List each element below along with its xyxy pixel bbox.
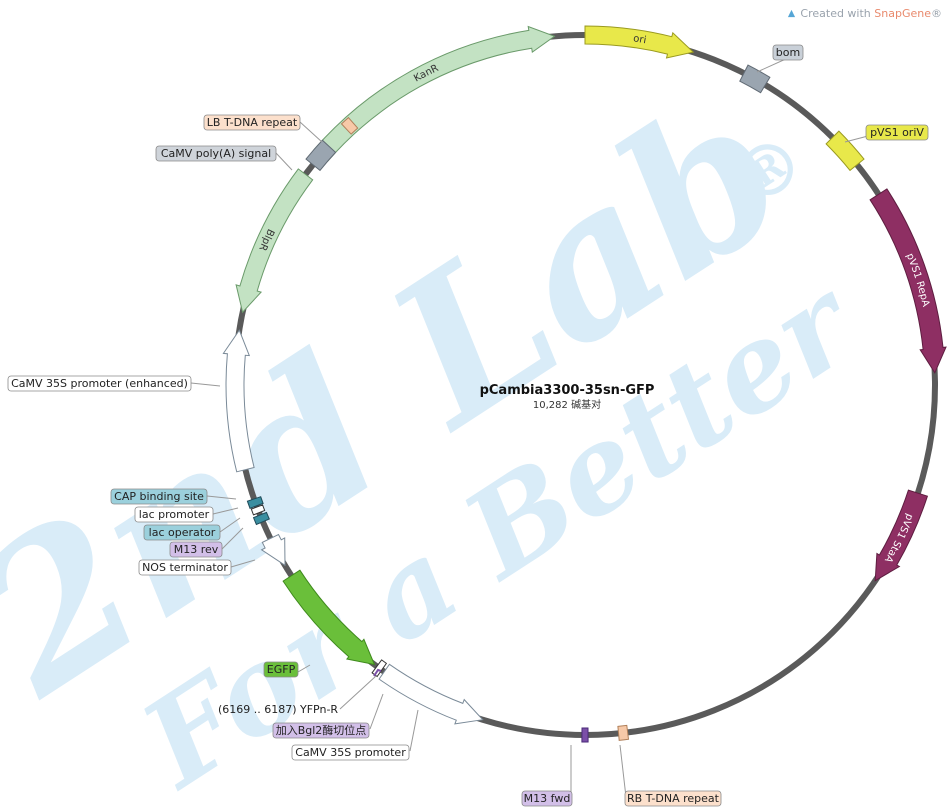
credit-prefix: Created with	[800, 7, 871, 20]
camv35s-arrow	[378, 663, 484, 725]
cap-site-tag-leader	[206, 495, 237, 500]
lac-operator-tag-box	[143, 524, 221, 541]
pvs1-oriv-tag-box	[865, 124, 929, 141]
rb-tdna-tag-leader	[619, 744, 627, 798]
camv35s-enh-tag-leader	[190, 382, 221, 387]
pvs1-staa-arrow	[874, 489, 929, 582]
yfpn-r-tag-leader	[339, 675, 377, 710]
snapgene-logo-icon	[788, 9, 796, 18]
bom-tag-text: bom	[776, 46, 800, 59]
camv35s-tag-leader	[409, 709, 419, 752]
cap-site-tag-text: CAP binding site	[114, 490, 204, 503]
nos-term-tag-leader	[230, 559, 256, 568]
ori-arrow	[584, 25, 695, 59]
m13-fwd-tag: M13 fwd	[521, 790, 573, 807]
camv35s-enh-tag-text: CaMV 35S promoter (enhanced)	[11, 377, 188, 390]
bgl2-tag-text: 加入Bgl2酶切位点	[276, 723, 367, 737]
egfp-tag-text: EGFP	[267, 663, 296, 676]
lb-tdna-tag-leader	[299, 121, 323, 143]
egfp-arrow	[282, 569, 376, 666]
ori-label: ori	[632, 33, 647, 46]
lb-tdna-block	[340, 116, 359, 135]
bom-block	[739, 64, 771, 94]
rb-tdna-block	[617, 724, 630, 741]
camv-polya-block	[305, 139, 337, 172]
camv-polya-tag-box	[155, 145, 277, 162]
lac-operator-tag: lac operator	[143, 524, 221, 541]
cap-site-block	[246, 496, 264, 509]
lac-promoter-tag-leader	[212, 507, 239, 515]
pvs1-oriv-block	[825, 130, 865, 172]
lac-promoter-block	[250, 504, 266, 516]
nos-term-tag-text: NOS terminator	[142, 561, 228, 574]
lb-tdna-tag-text: LB T-DNA repeat	[207, 116, 298, 129]
nos-term-tag-box	[138, 559, 232, 576]
snapgene-credit: Created with SnapGene®	[787, 7, 942, 20]
plasmid-size: 10,282 碱基对	[533, 398, 601, 411]
camv-polya-tag-leader	[275, 152, 293, 171]
m13-rev-tag: M13 rev	[169, 541, 223, 558]
camv35s-tag-box	[291, 744, 410, 761]
rb-tdna-tag-box	[624, 790, 722, 807]
egfp-tag-box	[263, 661, 299, 678]
lac-operator-block	[252, 511, 270, 526]
pvs1-oriv-tag-leader	[844, 135, 869, 143]
bgl2-tag: 加入Bgl2酶切位点	[272, 722, 370, 739]
m13-fwd-tag-box	[521, 790, 573, 807]
m13-rev-tag-text: M13 rev	[174, 543, 219, 556]
yfpn-r-tag: (6169 .. 6187) YFPn-R	[218, 703, 338, 716]
lac-promoter-tag-text: lac promoter	[139, 508, 210, 521]
egfp-tag: EGFP	[263, 661, 299, 678]
credit-suffix: ®	[931, 7, 942, 20]
m13-rev-tag-box	[169, 541, 223, 558]
lac-promoter-tag: lac promoter	[134, 506, 214, 523]
pvs1-oriv-tag-text: pVS1 oriV	[870, 126, 924, 139]
bgl2-tag-box	[272, 722, 370, 739]
yfpn-r-tag-text: (6169 .. 6187) YFPn-R	[218, 703, 338, 716]
credit-brand: SnapGene	[874, 7, 931, 20]
kanr-arrow	[313, 25, 556, 163]
camv35s-enh-tag: CaMV 35S promoter (enhanced)	[7, 375, 192, 392]
egfp-tag-leader	[297, 664, 311, 673]
bom-tag-box	[772, 44, 804, 61]
rb-tdna-tag: RB T-DNA repeat	[624, 790, 722, 807]
lb-tdna-tag-box	[203, 114, 301, 131]
camv35s-enh-arrow	[222, 329, 255, 473]
camv35s-enh-tag-box	[7, 375, 192, 392]
cap-site-tag-box	[110, 488, 208, 505]
plasmid-name: pCambia3300-35sn-GFP	[480, 383, 655, 398]
bgl2-tag-leader	[369, 693, 384, 730]
rb-tdna-tag-text: RB T-DNA repeat	[627, 792, 720, 805]
lac-operator-tag-text: lac operator	[149, 526, 216, 539]
bom-tag: bom	[772, 44, 804, 61]
pvs1-oriv-tag: pVS1 oriV	[865, 124, 929, 141]
lac-operator-tag-leader	[219, 517, 241, 533]
pvs1-repa-arrow	[869, 188, 947, 374]
camv35s-tag: CaMV 35S promoter	[291, 744, 410, 761]
m13-rev-tag-leader	[221, 527, 244, 550]
blpr-arrow	[235, 168, 314, 314]
lac-promoter-tag-box	[134, 506, 214, 523]
cap-site-tag: CAP binding site	[110, 488, 208, 505]
nos-term-arrow	[260, 533, 286, 567]
camv-polya-tag: CaMV poly(A) signal	[155, 145, 277, 162]
camv35s-tag-text: CaMV 35S promoter	[295, 746, 406, 759]
yfpn-r-primer-mark	[373, 668, 382, 677]
camv-polya-tag-text: CaMV poly(A) signal	[161, 147, 271, 160]
lb-tdna-tag: LB T-DNA repeat	[203, 114, 301, 131]
nos-term-tag: NOS terminator	[138, 559, 232, 576]
m13-fwd-block	[581, 727, 589, 743]
m13-fwd-tag-text: M13 fwd	[524, 792, 571, 805]
